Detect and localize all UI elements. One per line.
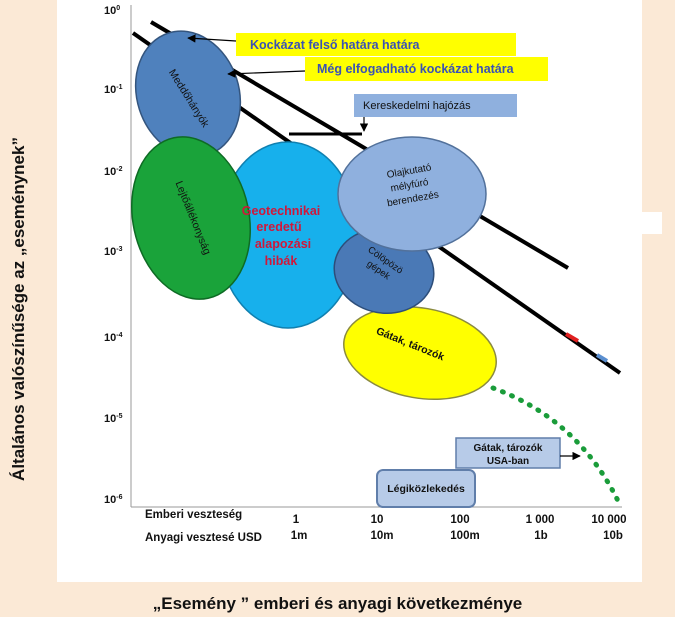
svg-text:Geotechnikai: Geotechnikai (242, 204, 321, 218)
x-row-label-human: Emberi veszteség (145, 509, 242, 521)
x-tick-bottom-2: 100m (450, 530, 479, 542)
arrow-upper-limit (187, 34, 237, 43)
x-tick-labels: 1 1m 10 10m 100 100m 1 000 1b 10 000 10b (291, 514, 627, 542)
y-tick-1: 10-1 (104, 84, 123, 96)
arrow-acceptable-limit (227, 69, 306, 78)
svg-text:alapozási: alapozási (255, 237, 311, 251)
blue-marker (595, 353, 609, 363)
x-tick-bottom-0: 1m (291, 530, 308, 542)
x-row-label-material: Anyagi vesztesé USD (145, 532, 262, 544)
x-axis-title: „Esemény ” emberi és anyagi következmény… (152, 594, 523, 613)
x-tick-top-0: 1 (293, 514, 300, 526)
us-dams-box (455, 437, 561, 469)
geotech-label: Geotechnikai eredetű alapozási hibák (242, 204, 321, 268)
aviation-text: Légiközlekedés (387, 483, 465, 495)
y-tick-4: 10-4 (104, 332, 123, 344)
dams-region (343, 305, 497, 401)
y-tick-2: 10-2 (104, 166, 123, 178)
x-tick-bottom-4: 10b (603, 530, 623, 542)
acceptable-limit-box (305, 57, 548, 81)
slopes-region (131, 136, 251, 300)
aviation-box (376, 469, 476, 508)
y-tick-3: 10-3 (104, 246, 123, 258)
red-marker (564, 332, 580, 343)
x-tick-top-4: 10 000 (591, 514, 626, 526)
y-tick-0: 100 (104, 5, 120, 17)
x-tick-top-1: 10 (371, 514, 384, 526)
us-dams-text-1: Gátak, tározók (474, 443, 543, 454)
upper-limit-box (236, 33, 516, 56)
y-tick-6: 10-6 (104, 494, 123, 506)
shipping-box (354, 94, 517, 117)
us-dam-dotted-curve (490, 385, 623, 508)
upper-limit-text: Kockázat felső határa határa (250, 38, 421, 52)
us-dams-text-2: USA-ban (487, 456, 529, 467)
svg-text:eredetű: eredetű (256, 220, 301, 234)
shipping-text: Kereskedelmi hajózás (363, 100, 471, 112)
x-tick-bottom-1: 10m (370, 530, 393, 542)
x-tick-bottom-3: 1b (534, 530, 547, 542)
x-tick-top-2: 100 (450, 514, 469, 526)
y-axis-title: Általános valószínűsége az „eseménynek” (9, 136, 29, 481)
svg-text:hibák: hibák (265, 254, 298, 268)
y-tick-labels: 100 10-1 10-2 10-3 10-4 10-5 10-6 (104, 5, 123, 506)
offshore-region (337, 136, 487, 252)
side-marker-box (642, 212, 662, 234)
x-tick-top-3: 1 000 (526, 514, 555, 526)
acceptable-limit-text: Még elfogadható kockázat határa (317, 62, 515, 76)
y-tick-5: 10-5 (104, 413, 123, 425)
